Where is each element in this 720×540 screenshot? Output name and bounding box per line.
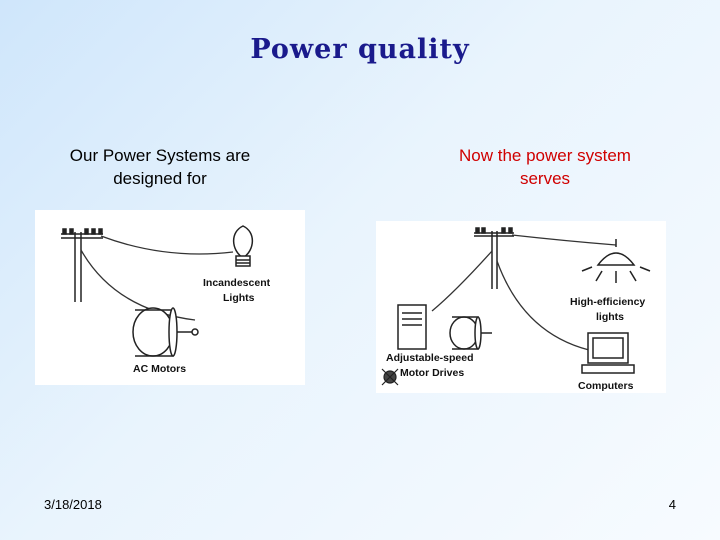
adjustable-speed-label-line1: Adjustable-speed	[386, 352, 474, 364]
high-efficiency-label-line2: lights	[596, 311, 624, 323]
drive-cabinet-icon	[397, 304, 427, 350]
utility-pole-icon	[61, 228, 103, 302]
motor-icon	[449, 316, 492, 350]
incandescent-label-line2: Lights	[223, 292, 255, 304]
right-caption: Now the power system serves	[425, 144, 665, 190]
ac-motor-icon	[132, 307, 199, 357]
left-diagram-drawing	[61, 225, 254, 357]
computers-label: Computers	[578, 380, 634, 392]
incandescent-label-line1: Incandescent	[203, 277, 271, 289]
slide-date: 3/18/2018	[44, 497, 102, 512]
high-efficiency-label-line1: High-efficiency	[570, 296, 646, 308]
slide-title: Power quality	[250, 34, 470, 65]
wire-to-bulb	[100, 235, 234, 255]
right-diagram: High-efficiency lights Adjustable-speed …	[376, 221, 666, 393]
left-diagram: Incandescent Lights AC Motors	[35, 210, 305, 385]
right-diagram-drawing	[381, 227, 651, 386]
utility-pole-icon	[474, 227, 514, 289]
wire-to-computer	[496, 260, 605, 354]
wire-to-motor	[80, 249, 196, 321]
right-caption-line1: Now the power system	[459, 146, 631, 165]
left-caption-line1: Our Power Systems are	[69, 146, 251, 165]
left-caption-line2: designed for	[113, 169, 207, 188]
wire-to-drive	[431, 250, 493, 312]
adjustable-speed-label-line2: Motor Drives	[400, 367, 465, 379]
ac-motors-label: AC Motors	[133, 363, 187, 375]
right-caption-line2: serves	[519, 169, 571, 188]
wire-to-lamp	[511, 234, 617, 246]
incandescent-lights-label: Incandescent Lights	[203, 276, 270, 306]
ceiling-lamp-icon	[581, 239, 651, 283]
light-bulb-icon	[232, 225, 254, 267]
computer-icon	[581, 332, 635, 374]
left-caption: Our Power Systems are designed for	[40, 144, 280, 190]
gear-icon	[381, 368, 399, 386]
high-efficiency-lights-label: High-efficiency lights	[570, 295, 645, 325]
page-number: 4	[668, 497, 676, 512]
adjustable-speed-label: Adjustable-speed Motor Drives	[386, 351, 474, 381]
